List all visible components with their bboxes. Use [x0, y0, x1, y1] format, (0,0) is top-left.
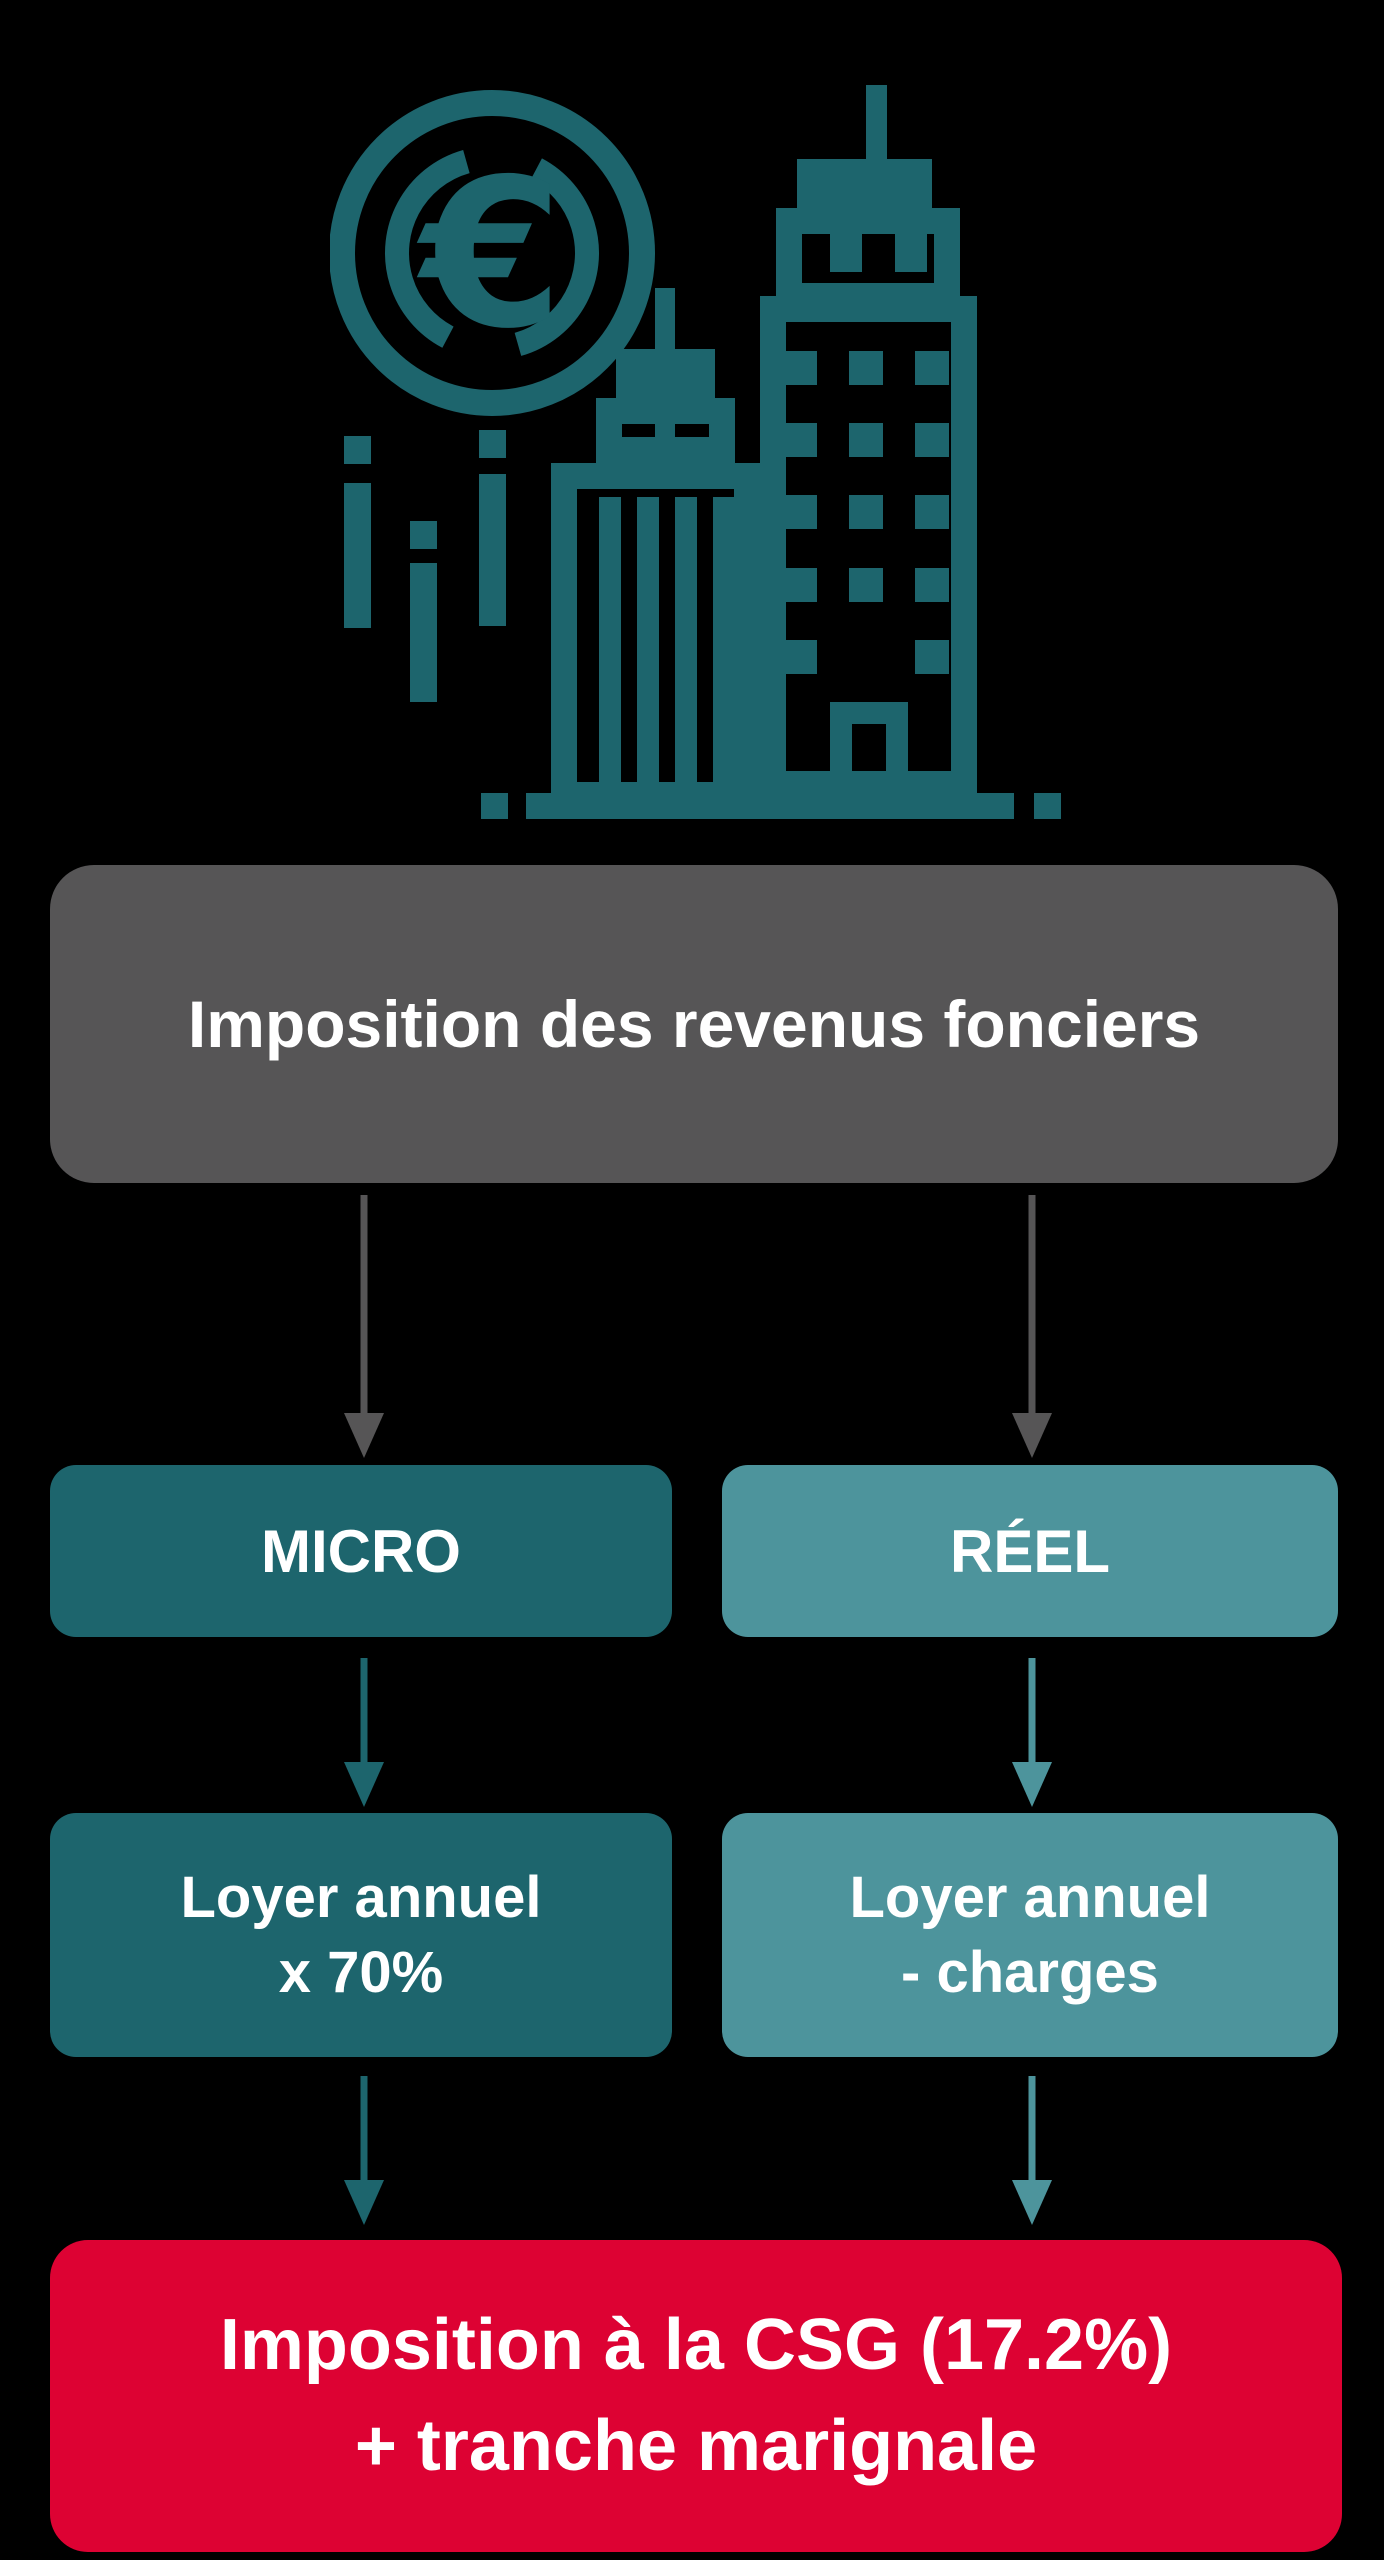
euro-coin-icon: €	[330, 90, 655, 416]
micro-formula-box: Loyer annuel x 70%	[50, 1813, 672, 2057]
window-grid	[783, 351, 949, 674]
arrow-head-icon	[1012, 1762, 1052, 1807]
taxation-result-box: Imposition à la CSG (17.2%) + tranche ma…	[50, 2240, 1342, 2552]
micro-formula-line2: x 70%	[278, 1940, 444, 2005]
arrow-reel-to-result	[1009, 2076, 1055, 2225]
arrow-title-to-reel	[1009, 1195, 1055, 1458]
arrow-reel-to-formula	[1009, 1658, 1055, 1807]
reel-formula-line1: Loyer annuel	[849, 1864, 1211, 1930]
title-box-label: Imposition des revenus fonciers	[187, 987, 1201, 1061]
arrow-head-icon	[1012, 1413, 1052, 1458]
arrow-shaft	[1028, 1658, 1036, 1762]
tall-skyscraper-icon	[760, 85, 977, 814]
arrow-shaft	[1028, 1195, 1036, 1413]
arrow-title-to-micro	[341, 1195, 387, 1458]
arrow-micro-to-formula	[341, 1658, 387, 1807]
arrow-shaft	[360, 1195, 368, 1413]
result-line1: Imposition à la CSG (17.2%)	[219, 2305, 1173, 2386]
falling-dashes-icon	[344, 430, 506, 702]
title-box: Imposition des revenus fonciers	[50, 865, 1338, 1183]
arrow-head-icon	[1012, 2180, 1052, 2225]
arrow-shaft	[1028, 2076, 1036, 2180]
arrow-head-icon	[344, 2180, 384, 2225]
arrow-head-icon	[344, 1762, 384, 1807]
reel-formula-line2: - charges	[901, 1940, 1159, 2005]
euro-buildings-icon: €	[330, 85, 1061, 819]
reel-regime-label: RÉEL	[949, 1517, 1111, 1585]
arrow-shaft	[360, 2076, 368, 2180]
reel-regime-box: RÉEL	[722, 1465, 1338, 1637]
micro-regime-label: MICRO	[261, 1517, 461, 1585]
ground-line	[481, 793, 1061, 819]
arrow-shaft	[360, 1658, 368, 1762]
euro-symbol: €	[417, 136, 564, 374]
arrow-micro-to-result	[341, 2076, 387, 2225]
column-stripes	[599, 497, 735, 795]
micro-regime-box: MICRO	[50, 1465, 672, 1637]
reel-formula-box: Loyer annuel - charges	[722, 1813, 1338, 2057]
result-line2: + tranche marignale	[354, 2406, 1038, 2486]
micro-formula-line1: Loyer annuel	[180, 1864, 542, 1930]
mid-skyscraper-icon	[551, 288, 760, 808]
arrow-head-icon	[344, 1413, 384, 1458]
